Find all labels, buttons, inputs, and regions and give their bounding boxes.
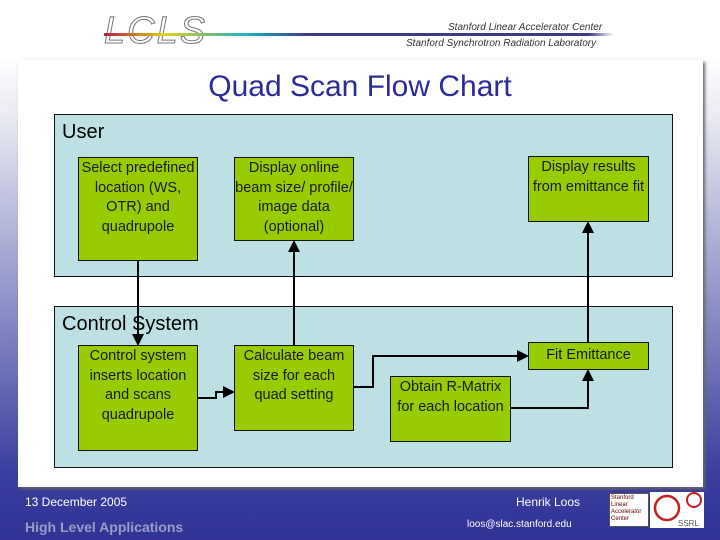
org-ssrl: Stanford Synchrotron Radiation Laborator… <box>406 38 597 49</box>
slac-logo: Stanford Linear Accelerator Center <box>609 493 649 527</box>
logo-beam-line <box>104 33 614 36</box>
arrow-calc-to-fit <box>354 350 529 388</box>
control-lane-label: Control System <box>62 313 199 335</box>
arrow-rmatrix-to-fit <box>511 369 594 409</box>
footer-email: loos@slac.stanford.edu <box>467 519 572 530</box>
footer-project: High Level Applications <box>25 519 184 535</box>
ssrl-logo: SSRL <box>650 492 704 528</box>
org-slac: Stanford Linear Accelerator Center <box>448 22 603 33</box>
select-location-box: Select predefined location (WS, OTR) and… <box>78 157 198 261</box>
ssrl-logo-text: SSRL <box>678 519 699 528</box>
display-results-box: Display results from emittance fit <box>528 156 649 222</box>
lcls-logo: LCLS <box>103 10 208 53</box>
footer-date: 13 December 2005 <box>25 495 128 509</box>
display-online-box: Display online beam size/ profile/ image… <box>234 157 354 241</box>
r-matrix-box: Obtain R-Matrix for each location <box>390 376 511 442</box>
footer-author: Henrik Loos <box>516 495 581 509</box>
page-title: Quad Scan Flow Chart <box>208 70 512 103</box>
control-system-box: Control system inserts location and scan… <box>78 345 198 451</box>
arrow-control-to-calc <box>198 386 235 399</box>
user-lane-label: User <box>62 121 105 143</box>
calculate-beam-size-box: Calculate beam size for each quad settin… <box>234 345 354 431</box>
